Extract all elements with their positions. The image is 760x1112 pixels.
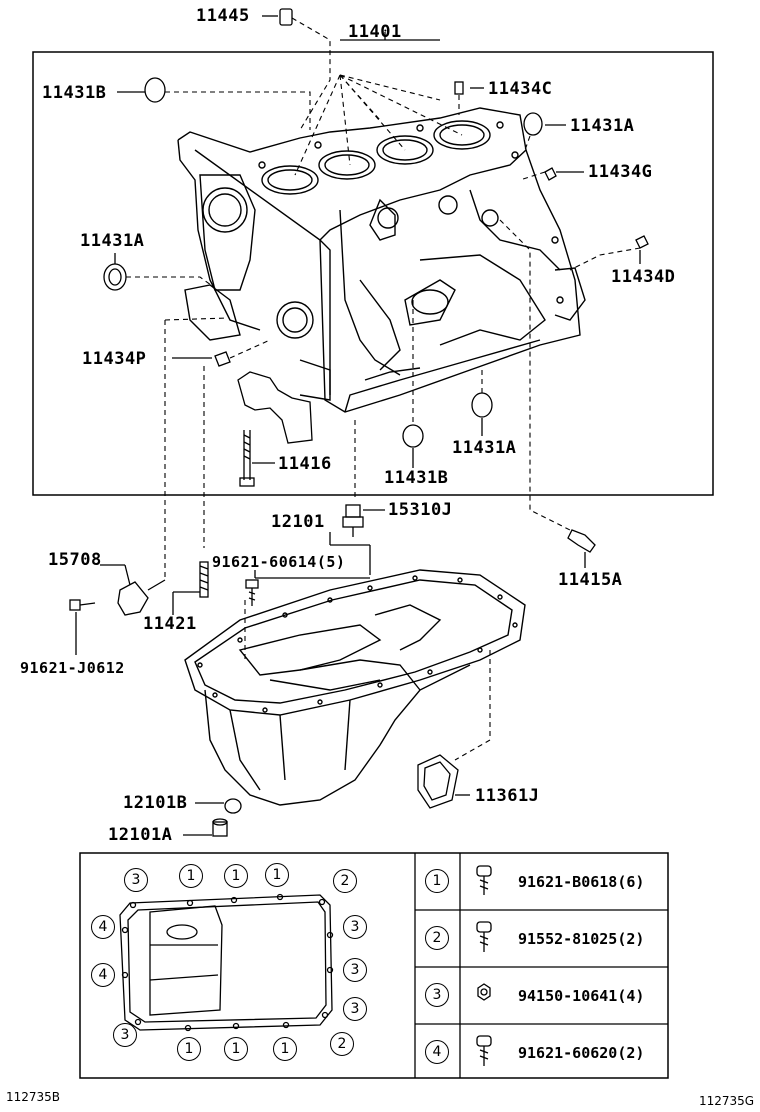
label-11434P: 11434P bbox=[82, 349, 147, 369]
label-11415A: 11415A bbox=[558, 570, 623, 590]
label-11434C: 11434C bbox=[488, 79, 553, 99]
marker-bottom-2: 1 bbox=[224, 1037, 248, 1061]
legend-part-3: 94150-10641(4) bbox=[518, 987, 645, 1005]
dashed-leaders bbox=[126, 17, 641, 761]
marker-right-1: 3 bbox=[343, 958, 367, 982]
legend-num-2: 2 bbox=[425, 926, 449, 950]
marker-left-1: 4 bbox=[91, 963, 115, 987]
marker-right-0: 3 bbox=[343, 915, 367, 939]
marker-bottom-4: 2 bbox=[330, 1032, 354, 1056]
marker-top-0: 3 bbox=[124, 868, 148, 892]
label-11445: 11445 bbox=[196, 6, 250, 26]
label-11421: 11421 bbox=[143, 614, 197, 634]
legend-num-1: 1 bbox=[425, 869, 449, 893]
label-91621-J0612: 91621-J0612 bbox=[20, 659, 125, 677]
label-11416: 11416 bbox=[278, 454, 332, 474]
part-15708 bbox=[100, 564, 166, 616]
pin-11434D bbox=[635, 235, 649, 249]
bolt-icon-2 bbox=[476, 921, 492, 952]
washer-12101B bbox=[224, 798, 242, 814]
label-11431A-bottom: 11431A bbox=[452, 438, 517, 458]
plug-11431B-bottom bbox=[402, 424, 424, 448]
label-12101B: 12101B bbox=[123, 793, 188, 813]
plug-11431A-bottom bbox=[471, 392, 493, 418]
marker-right-2: 3 bbox=[343, 997, 367, 1021]
bolt-91621-60614 bbox=[245, 579, 259, 606]
label-11434D: 11434D bbox=[611, 267, 676, 287]
label-11401: 11401 bbox=[348, 22, 402, 42]
marker-top-2: 1 bbox=[224, 864, 248, 888]
cylinder-block-illustration bbox=[177, 107, 586, 413]
stud-11421 bbox=[172, 561, 209, 615]
label-12101: 12101 bbox=[271, 512, 325, 532]
label-15708: 15708 bbox=[48, 550, 102, 570]
oil-pan-12101 bbox=[184, 569, 526, 806]
cylinder-block-frame bbox=[32, 51, 714, 496]
oil-jet-15310J bbox=[342, 504, 385, 537]
inset-pan-plan bbox=[119, 893, 334, 1032]
pin-11434P bbox=[214, 351, 231, 367]
bolt-91621-J0612 bbox=[69, 599, 96, 655]
inset-frame bbox=[79, 852, 669, 1079]
footer-code-right: 112735G bbox=[699, 1094, 755, 1108]
label-11431A-right: 11431A bbox=[570, 116, 635, 136]
bearing-cap bbox=[237, 371, 313, 444]
nut-icon-3 bbox=[477, 983, 491, 1001]
legend-part-1: 91621-B0618(6) bbox=[518, 873, 645, 891]
marker-bottom-0: 3 bbox=[113, 1023, 137, 1047]
marker-left-0: 4 bbox=[91, 915, 115, 939]
bolt-11416 bbox=[239, 430, 255, 487]
label-11431A-left: 11431A bbox=[80, 231, 145, 251]
label-11434G: 11434G bbox=[588, 162, 653, 182]
plug-11431A-right bbox=[523, 112, 543, 136]
label-15310J: 15310J bbox=[388, 500, 453, 520]
label-91621-60614: 91621-60614(5) bbox=[212, 553, 346, 571]
pin-11434G bbox=[544, 167, 557, 181]
marker-bottom-3: 1 bbox=[273, 1037, 297, 1061]
legend-part-4: 91621-60620(2) bbox=[518, 1044, 645, 1062]
legend-num-4: 4 bbox=[425, 1040, 449, 1064]
marker-top-4: 2 bbox=[333, 869, 357, 893]
plate-11361J bbox=[417, 754, 470, 809]
bolt-icon-1 bbox=[476, 865, 492, 895]
cap-11445 bbox=[279, 8, 293, 26]
label-12101A: 12101A bbox=[108, 825, 173, 845]
marker-bottom-1: 1 bbox=[177, 1037, 201, 1061]
marker-top-1: 1 bbox=[179, 864, 203, 888]
plug-11431B-top bbox=[144, 77, 166, 103]
bolt-icon-4 bbox=[476, 1035, 492, 1066]
legend-num-3: 3 bbox=[425, 983, 449, 1007]
pin-11434C bbox=[454, 81, 464, 95]
plug-11431A-left bbox=[103, 263, 127, 291]
sensor-11415A bbox=[567, 529, 596, 568]
drain-plug-12101A bbox=[212, 818, 228, 837]
legend-part-2: 91552-81025(2) bbox=[518, 930, 645, 948]
marker-top-3: 1 bbox=[265, 863, 289, 887]
label-11431B-top: 11431B bbox=[42, 83, 107, 103]
footer-code-left: 112735B bbox=[6, 1090, 61, 1104]
label-11431B-bottom: 11431B bbox=[384, 468, 449, 488]
label-11361J: 11361J bbox=[475, 786, 540, 806]
